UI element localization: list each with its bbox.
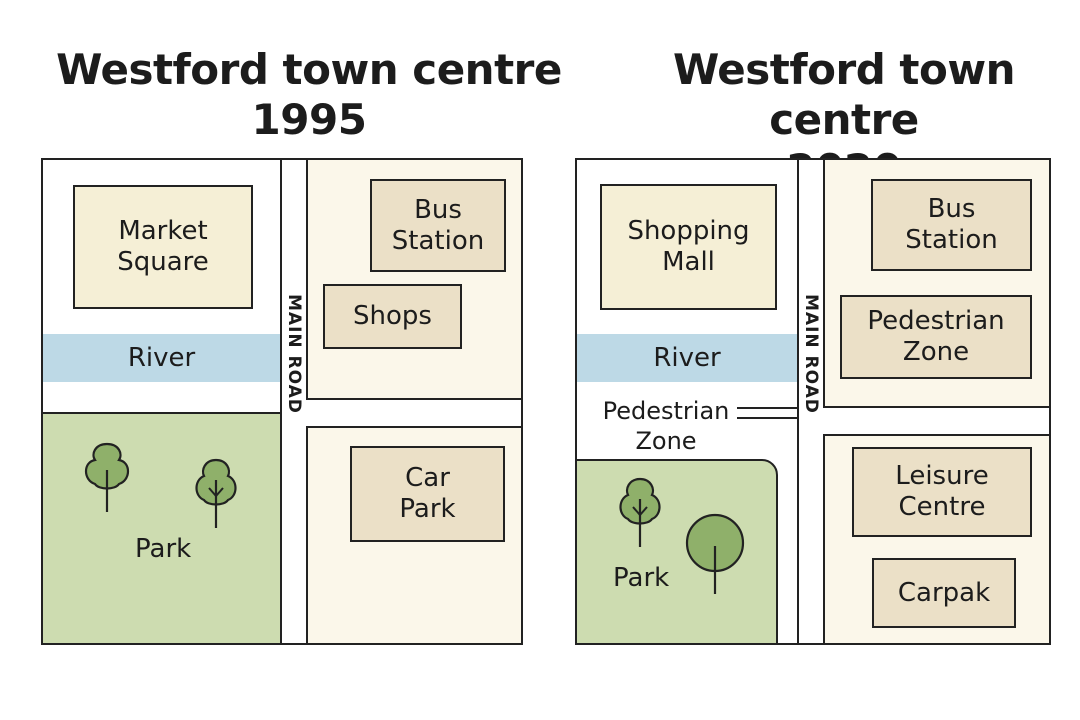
pedestrian-zone-east-label: Pedestrian Zone [867,306,1005,367]
shopping-mall-label: Shopping Mall [627,216,750,277]
side-road [823,406,1049,436]
bus-station-label: Bus Station [391,194,485,256]
pedestrian-path [737,407,797,419]
carpak: Carpak [872,558,1016,628]
pedestrian-zone-west-label: Pedestrian Zone [602,397,730,455]
map-2020-title-line1: Westford town centre [672,45,1016,144]
shops-label: Shops [353,301,432,331]
tree-icon [195,458,237,528]
car-park-label: Car Park [399,463,456,524]
river-label: River [653,343,721,373]
market-square-label: Market Square [117,216,209,277]
main-road [797,160,825,643]
river-label: River [127,343,196,373]
pedestrian-zone-east: Pedestrian Zone [840,295,1032,379]
main-road-label: MAIN ROAD [801,294,821,414]
park [577,459,778,643]
leisure-centre-label: Leisure Centre [895,461,989,522]
bus-station: Bus Station [871,179,1032,271]
map-1995: River Park Market Square MAIN ROAD Bus S… [41,158,523,645]
park-label: Park [135,534,192,564]
market-square: Market Square [73,185,253,309]
map-1995-title-line2: 1995 [251,95,367,144]
shops: Shops [323,284,462,349]
shopping-mall: Shopping Mall [600,184,777,310]
map-2020: River Shopping Mall Pedestrian Zone Park… [575,158,1051,645]
carpak-label: Carpak [897,577,991,608]
river [577,334,797,382]
map-1995-title: Westford town centre 1995 [41,45,577,145]
round-tree-icon [685,513,745,594]
leisure-centre: Leisure Centre [852,447,1032,537]
map-1995-title-line1: Westford town centre [56,45,562,94]
car-park: Car Park [350,446,505,542]
tree-icon [619,477,661,547]
bus-station-label: Bus Station [905,194,998,255]
river [43,334,280,382]
park-label: Park [613,563,670,593]
park [43,412,282,643]
riverbank-area [43,382,280,414]
tree-icon [84,442,130,512]
bus-station: Bus Station [370,179,506,272]
main-road-label: MAIN ROAD [284,294,304,414]
side-road [306,398,521,428]
